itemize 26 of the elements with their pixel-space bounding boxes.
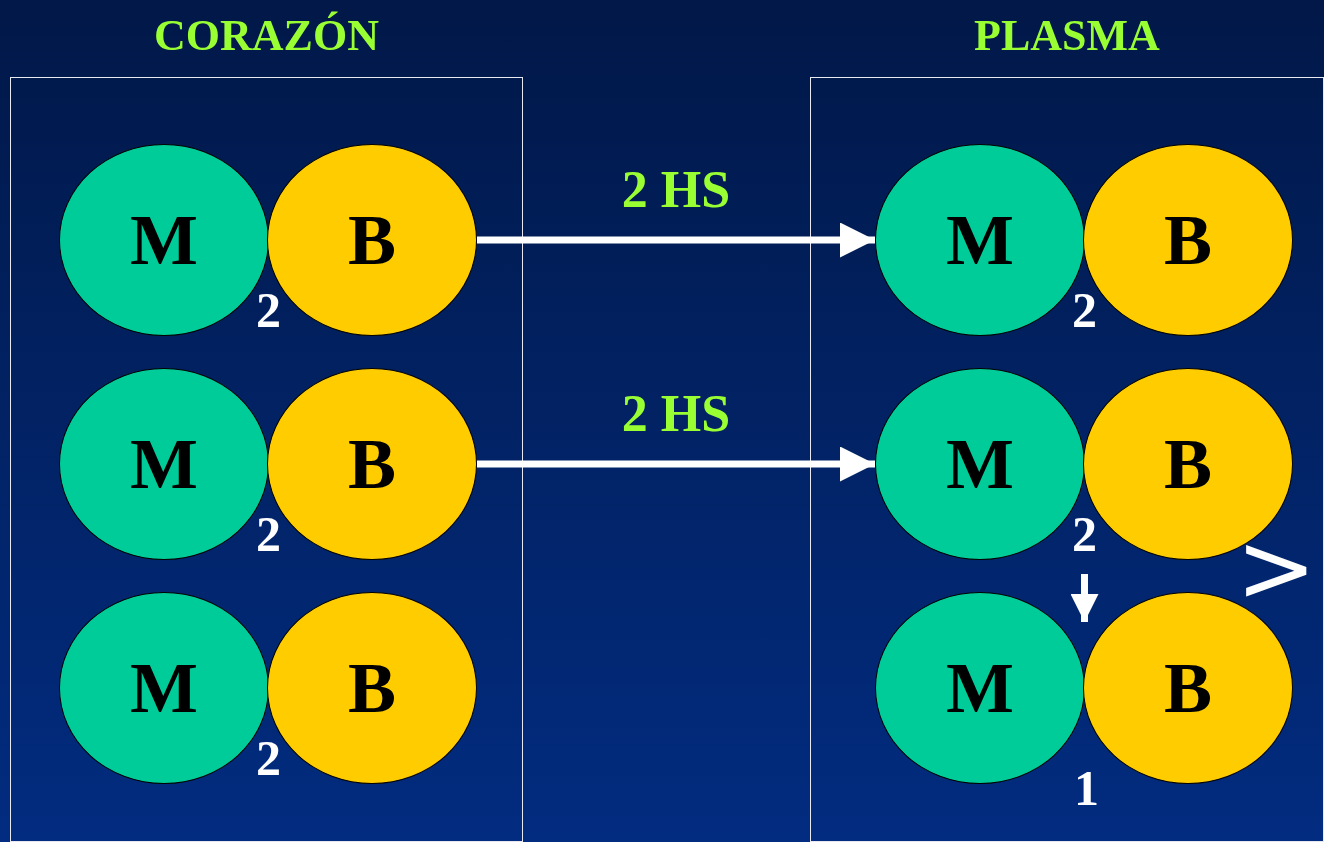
subscript-number: 2: [256, 285, 281, 335]
circle-letter: B: [1164, 428, 1212, 500]
subscript-number: 2: [1072, 285, 1097, 335]
subscript-number: 2: [256, 733, 281, 783]
circle-letter: M: [130, 652, 198, 724]
circle-letter: B: [348, 204, 396, 276]
circle-letter: M: [946, 204, 1014, 276]
circle-letter: M: [130, 204, 198, 276]
circle-letter: B: [348, 428, 396, 500]
arrow: [477, 222, 875, 258]
subscript-number: 2: [256, 509, 281, 559]
circle-letter: M: [946, 428, 1014, 500]
greater-than-sign: >: [1236, 520, 1317, 616]
circle-letter: M: [130, 428, 198, 500]
subscript-number: 1: [1074, 763, 1099, 813]
circle-letter: M: [946, 652, 1014, 724]
panel-heading: PLASMA: [973, 10, 1161, 61]
circle-letter: B: [1164, 652, 1212, 724]
panel-heading: CORAZÓN: [153, 10, 380, 61]
edge-label: 2 HS: [621, 164, 731, 216]
circle-letter: B: [348, 652, 396, 724]
arrow: [477, 446, 875, 482]
circle-letter: B: [1164, 204, 1212, 276]
arrow: [1070, 574, 1099, 622]
edge-label: 2 HS: [621, 388, 731, 440]
subscript-number: 2: [1072, 509, 1097, 559]
